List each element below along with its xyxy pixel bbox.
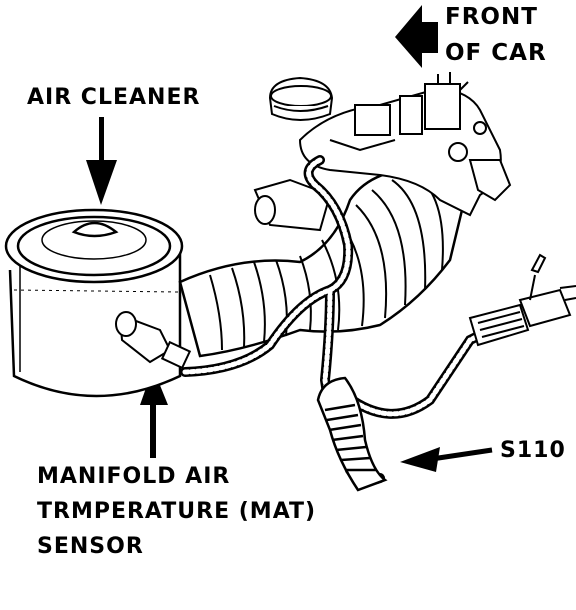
reservoir-cap <box>268 76 334 121</box>
air-cleaner-label: AIR CLEANER <box>27 85 201 110</box>
front-direction-arrow <box>395 5 438 68</box>
air-cleaner-canister <box>4 208 184 398</box>
front-of-car-label-line2: OF CAR <box>445 40 547 66</box>
duct-corrugations <box>209 173 444 351</box>
s110-connector <box>468 253 576 347</box>
throttle-body-assembly <box>253 72 512 232</box>
mat-sensor-label-line1: MANIFOLD AIR <box>37 464 231 489</box>
harness-loom-section <box>316 376 388 492</box>
s110-connector-label: S110 <box>500 438 566 463</box>
s110-pointer-arrow <box>400 447 493 472</box>
air-cleaner-pointer-arrow <box>86 117 117 205</box>
mat-sensor-label-line3: SENSOR <box>37 534 144 559</box>
front-of-car-label-line1: FRONT <box>445 4 538 30</box>
mat-sensor-label-line2: TRMPERATURE (MAT) <box>37 499 317 524</box>
mat-sensor <box>115 311 192 370</box>
